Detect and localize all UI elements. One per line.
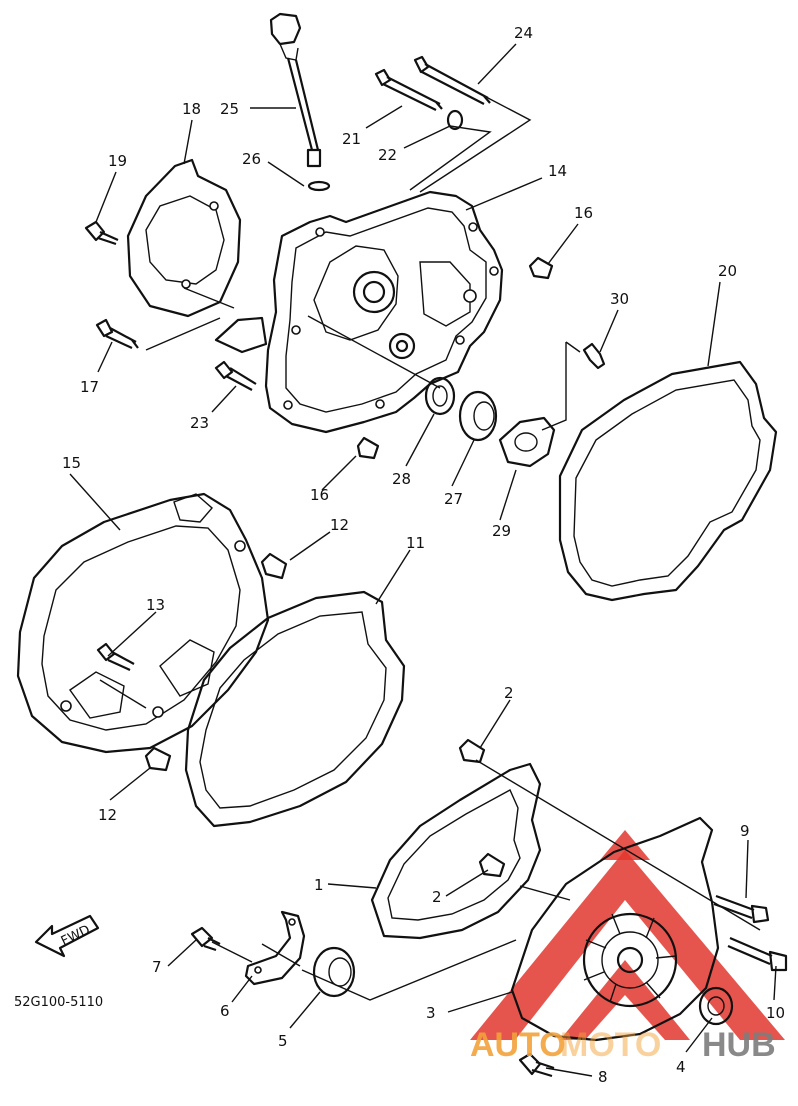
part-6-plate [244,910,306,986]
callout-19: 19 [108,152,127,170]
part-7-screw [190,926,221,952]
part-29-gasket [498,416,556,468]
part-27-bearing [458,390,498,442]
callout-24: 24 [514,24,533,42]
fwd-direction-arrow: FWD [34,914,100,958]
watermark-text-moto: MOTO [560,1026,661,1064]
part-4-oil-seal [698,986,734,1026]
watermark-text-hub: HUB [702,1026,776,1064]
callout-29: 29 [492,522,511,540]
callout-15: 15 [62,454,81,472]
callout-12a: 12 [330,516,349,534]
watermark-text-auto: AUTO [470,1026,566,1064]
callout-2a: 2 [504,684,514,702]
callout-30: 30 [610,290,629,308]
callout-21: 21 [342,130,361,148]
callout-12b: 12 [98,806,117,824]
part-16-dowel-b [356,436,380,460]
part-2-dowel-a [458,738,486,764]
part-12-dowel-b [144,746,172,772]
callout-26: 26 [242,150,261,168]
part-21-bolt [374,68,443,111]
part-11-gasket [184,590,406,828]
diagram-code: 52G100-5110 [14,995,103,1010]
part-15-crankcase-cover [16,492,270,754]
callout-16b: 16 [310,486,329,504]
callout-17: 17 [80,378,99,396]
part-5-bearing [312,946,356,998]
part-2-dowel-b [478,852,506,878]
callout-11: 11 [406,534,425,552]
callout-4: 4 [676,1058,686,1076]
part-24-bolt [413,55,491,105]
callout-7: 7 [152,958,162,976]
part-17-bolt [95,318,139,349]
part-30-screw [582,342,606,370]
part-16-dowel-a [528,256,554,280]
callout-23: 23 [190,414,209,432]
watermark-text: AUTO MOTO HUB [470,1026,776,1064]
part-20-gasket [558,360,778,602]
callout-16a: 16 [574,204,593,222]
callout-25: 25 [220,100,239,118]
callout-10: 10 [766,1004,785,1022]
callout-labels: 24 25 18 19 26 21 22 14 16 20 30 17 23 2… [62,24,785,1086]
callout-22: 22 [378,146,397,164]
callout-5: 5 [278,1032,288,1050]
callout-9: 9 [740,822,750,840]
callout-13: 13 [146,596,165,614]
callout-8: 8 [598,1068,608,1086]
part-22-washer [446,109,464,131]
callout-28: 28 [392,470,411,488]
watermark-logo [470,830,785,1040]
leader-lines [69,43,777,1077]
part-14-crankcase-cover [214,190,504,434]
part-1-gasket [370,762,542,940]
part-19-screw [84,220,119,246]
fwd-label: FWD [59,923,93,950]
callout-1: 1 [314,876,324,894]
callout-20: 20 [718,262,737,280]
callout-2b: 2 [432,888,442,906]
callout-27: 27 [444,490,463,508]
part-10-bolt [727,936,788,972]
callout-14: 14 [548,162,567,180]
part-12-dowel-a [260,552,288,580]
part-26-o-ring [307,180,331,192]
part-28-oil-seal [424,376,456,416]
part-25-dipstick [269,12,322,168]
part-18-cover [126,158,242,318]
part-8-screw [518,1052,555,1078]
callout-18: 18 [182,100,201,118]
callout-3: 3 [426,1004,436,1022]
part-23-bolt [214,360,257,391]
part-13-bolt [96,642,135,672]
callout-6: 6 [220,1002,230,1020]
